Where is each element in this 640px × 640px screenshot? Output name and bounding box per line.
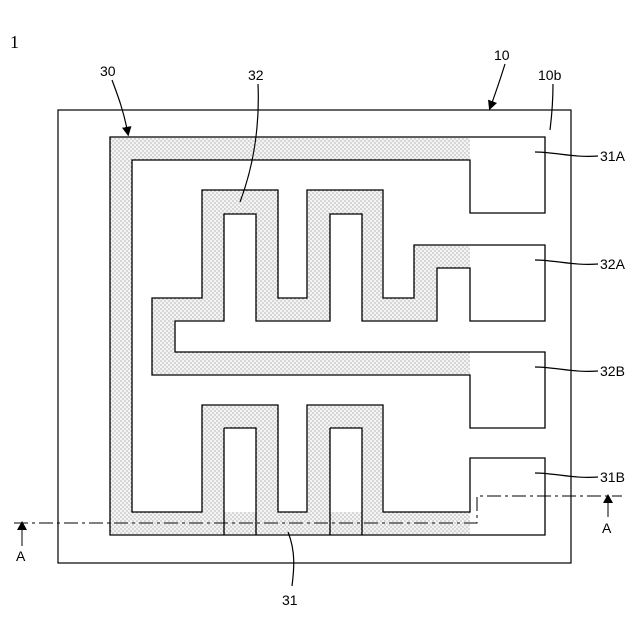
- leader-10b: [550, 84, 553, 130]
- electrode-32: [152, 190, 545, 428]
- label-31b: 31B: [600, 469, 625, 485]
- leader-31: [288, 532, 294, 586]
- label-32b: 32B: [600, 363, 625, 379]
- leader-30: [112, 80, 128, 134]
- label-30: 30: [100, 63, 116, 79]
- leader-10: [490, 64, 505, 108]
- figure-label: 1: [10, 32, 19, 52]
- label-10b: 10b: [538, 67, 562, 83]
- section-label-left: A: [16, 548, 26, 564]
- label-32a: 32A: [600, 256, 626, 272]
- label-10: 10: [494, 47, 510, 63]
- section-label-right: A: [602, 520, 612, 536]
- label-31: 31: [282, 592, 298, 608]
- label-32: 32: [248, 67, 264, 83]
- label-31a: 31A: [600, 148, 626, 164]
